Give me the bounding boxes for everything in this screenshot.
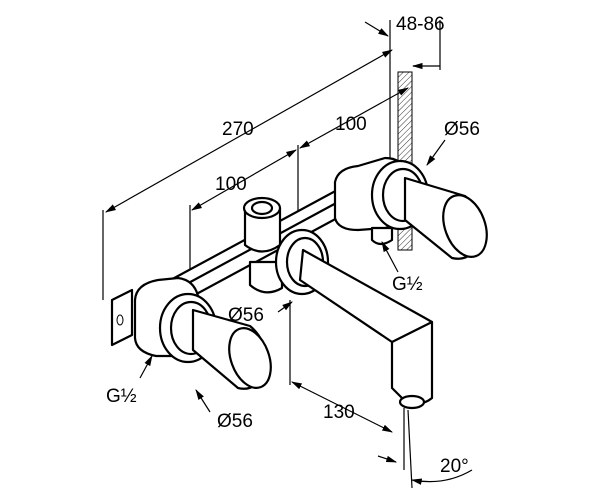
leader-thread-right: G½: [381, 241, 423, 295]
diameter-left-bottom-label: Ø56: [217, 411, 253, 432]
dimension-total-width: 270: [102, 49, 393, 300]
dimension-spout-angle: 20°: [377, 409, 473, 489]
dimension-spout-length: 130: [289, 300, 405, 470]
right-valve: [333, 156, 488, 260]
leader-diameter-left: Ø56: [195, 389, 253, 432]
spacing-right-label: 100: [335, 114, 367, 135]
leader-diameter-right: Ø56: [426, 119, 480, 166]
total-width-label: 270: [222, 119, 254, 140]
spout: [274, 228, 434, 410]
dimension-spacing-right: 100: [297, 87, 409, 225]
diameter-center-label: Ø56: [228, 305, 264, 326]
lower-tee-fitting: [248, 260, 284, 294]
leader-diameter-center: Ø56: [228, 301, 293, 326]
diameter-right-top-label: Ø56: [444, 119, 480, 140]
thread-left-label: G½: [106, 386, 137, 407]
spout-angle-label: 20°: [440, 456, 469, 477]
upper-tee-fitting: [242, 196, 282, 253]
leader-thread-left: G½: [106, 355, 153, 407]
left-valve: [133, 276, 272, 390]
dimension-spacing-left: 100: [189, 149, 297, 270]
dimension-wall-depth: 48-86: [364, 14, 445, 160]
wall-depth-label: 48-86: [396, 14, 445, 35]
spacing-left-label: 100: [215, 174, 247, 195]
spout-length-label: 130: [323, 402, 355, 423]
thread-right-label: G½: [392, 274, 423, 295]
mounting-plate: [110, 288, 134, 347]
